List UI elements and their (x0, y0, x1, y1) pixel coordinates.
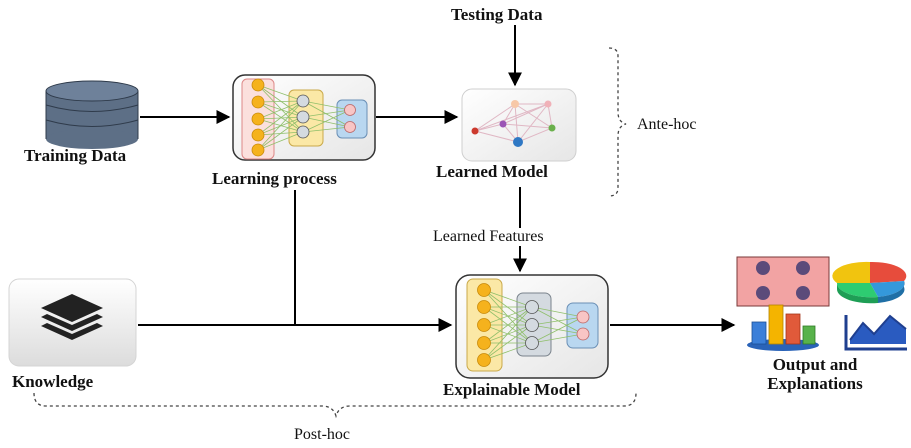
ante-hoc-bracket (608, 47, 627, 197)
learned-features-label: Learned Features (433, 228, 544, 245)
knowledge-layers-icon (8, 278, 137, 367)
connectors (138, 25, 736, 332)
learning-process-label: Learning process (212, 169, 337, 188)
learning-process-connections (257, 84, 351, 151)
output-label-line1: Output and (772, 355, 858, 374)
output-pie-chart-icon (832, 261, 907, 304)
output-label-line2: Explanations (767, 374, 863, 393)
learned-model-label: Learned Model (436, 162, 548, 181)
explainable-model-connections (483, 289, 584, 361)
ante-hoc-label: Ante-hoc (637, 116, 697, 133)
output-bar-chart-icon (747, 304, 819, 351)
knowledge-label: Knowledge (12, 372, 94, 391)
training-data-label: Training Data (24, 146, 127, 165)
post-hoc-label: Post-hoc (294, 426, 350, 443)
output-line-chart-icon (844, 314, 907, 351)
training-data-database-icon (45, 80, 139, 149)
testing-data-label: Testing Data (451, 5, 543, 24)
output-dots-card-icon (736, 256, 830, 307)
post-hoc-bracket (33, 392, 637, 419)
explainable-model-label: Explainable Model (443, 380, 581, 399)
learning-process-network-icon (232, 74, 376, 161)
explainable-model-network-icon (455, 274, 609, 379)
learned-model-graph-icon (461, 88, 577, 162)
